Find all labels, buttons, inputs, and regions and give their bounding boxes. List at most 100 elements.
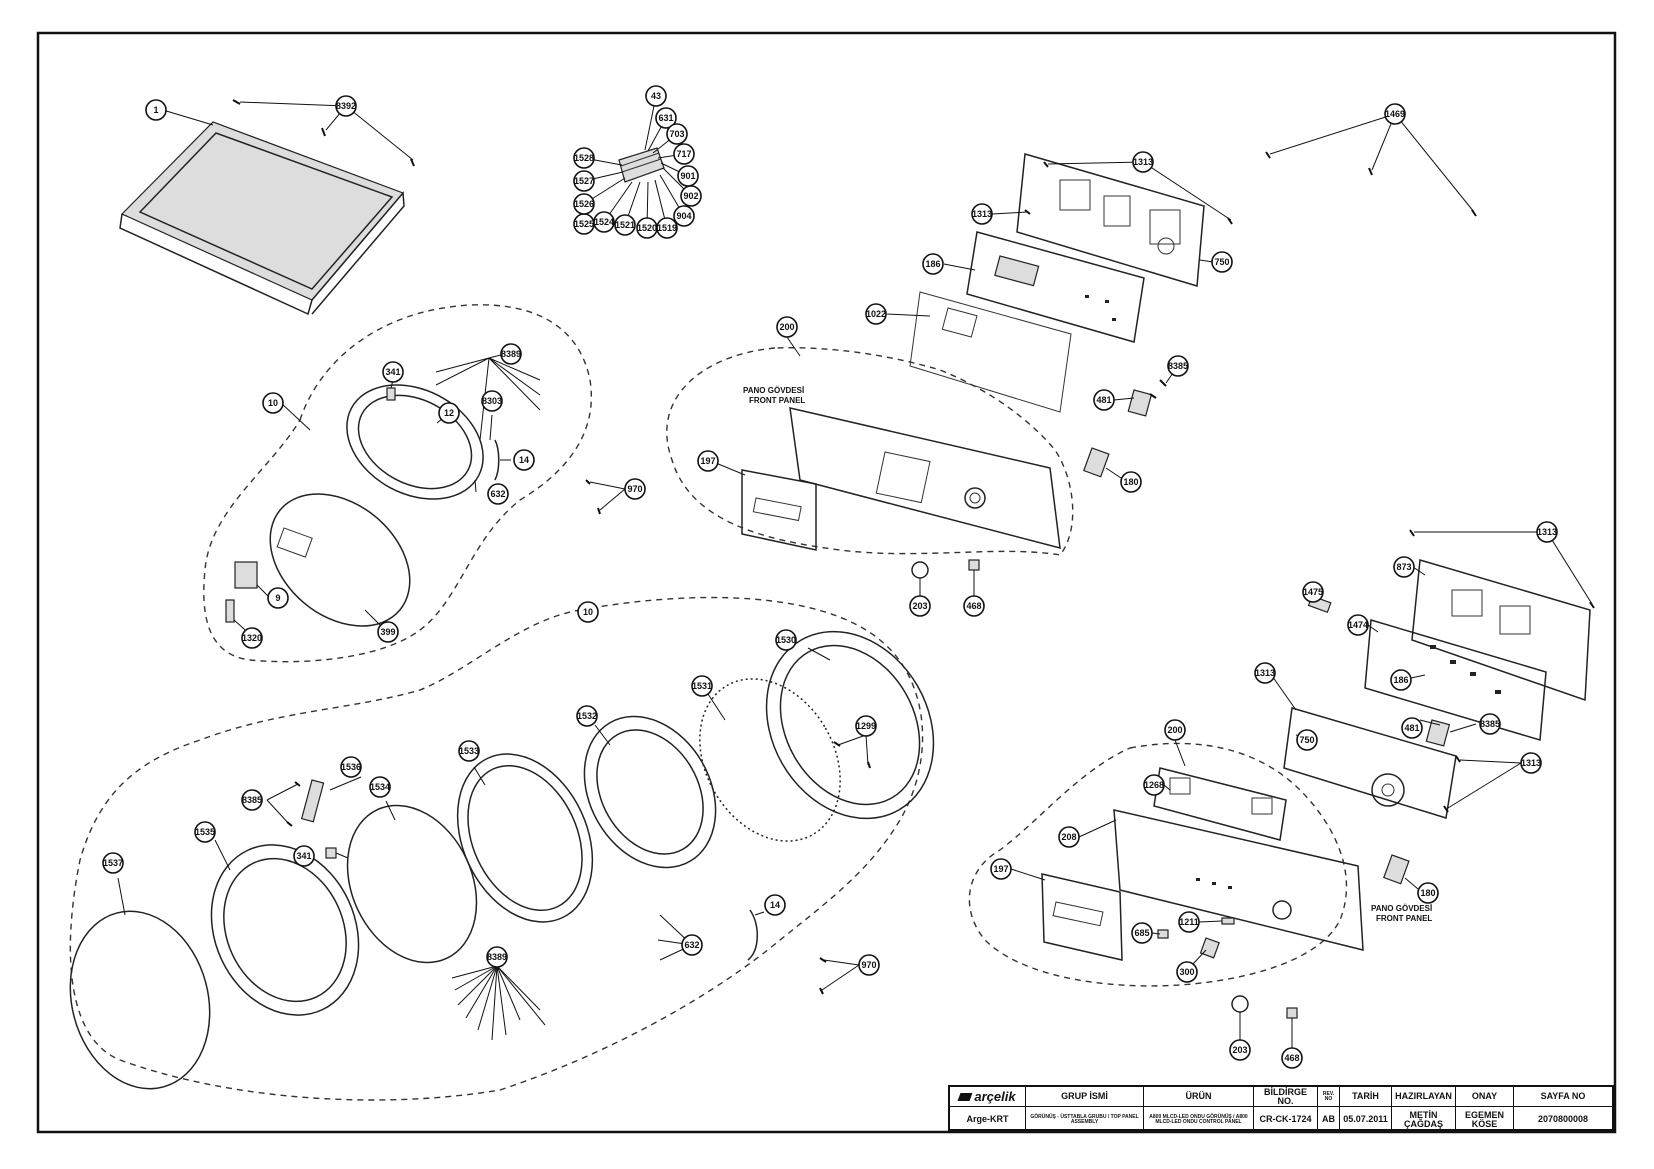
svg-text:1211: 1211 (1179, 917, 1199, 927)
callout-1211: 1211 (1178, 911, 1200, 933)
svg-text:632: 632 (490, 489, 505, 499)
svg-text:1313: 1313 (1255, 668, 1275, 678)
svg-text:902: 902 (683, 191, 698, 201)
svg-text:1313: 1313 (972, 209, 992, 219)
callout-1527: 1527 (573, 170, 595, 192)
callout-1520: 1520 (636, 217, 658, 239)
callout-197-a: 197 (697, 450, 719, 472)
svg-text:1537: 1537 (103, 858, 123, 868)
callout-341-b: 341 (293, 845, 315, 867)
callout-1519: 1519 (656, 217, 678, 239)
callout-632-b: 632 (681, 934, 703, 956)
callout-1526: 1526 (573, 193, 595, 215)
callout-873: 873 (1393, 556, 1415, 578)
header-product: ÜRÜN (1144, 1087, 1254, 1107)
svg-text:1022: 1022 (866, 309, 886, 319)
control-panel-frame-lower-750 (1283, 707, 1457, 819)
svg-text:8389: 8389 (487, 952, 507, 962)
control-board-1268 (1153, 767, 1287, 841)
callout-8389-a: 8389 (500, 343, 522, 365)
control-panel-frame-lower (1411, 559, 1591, 702)
svg-text:8385: 8385 (242, 795, 262, 805)
group-outline-10-upper (203, 304, 592, 663)
svg-text:1474: 1474 (1348, 620, 1368, 630)
callout-208: 208 (1058, 826, 1080, 848)
callout-14-a: 14 (513, 449, 535, 471)
svg-text:180: 180 (1123, 477, 1138, 487)
svg-text:14: 14 (770, 900, 780, 910)
callout-481-a: 481 (1093, 389, 1115, 411)
svg-text:399: 399 (380, 627, 395, 637)
svg-text:200: 200 (1167, 725, 1182, 735)
callout-180-a: 180 (1120, 471, 1142, 493)
svg-text:1313: 1313 (1521, 758, 1541, 768)
callout-750-b: 750 (1296, 729, 1318, 751)
callout-1531: 1531 (691, 675, 713, 697)
callout-902: 902 (680, 185, 702, 207)
svg-text:481: 481 (1096, 395, 1111, 405)
svg-text:1313: 1313 (1133, 157, 1153, 167)
control-panel-frame-upper (1016, 153, 1205, 287)
detergent-drawer-front-upper (741, 469, 817, 551)
callout-1474: 1474 (1347, 614, 1369, 636)
svg-text:873: 873 (1396, 562, 1411, 572)
svg-text:341: 341 (385, 367, 400, 377)
callout-901: 901 (677, 165, 699, 187)
callout-1528: 1528 (573, 147, 595, 169)
svg-text:8392: 8392 (336, 101, 356, 111)
outer-door-frame-1530 (765, 630, 935, 820)
svg-text:750: 750 (1214, 257, 1229, 267)
svg-text:1528: 1528 (574, 153, 594, 163)
svg-text:197: 197 (700, 456, 715, 466)
door-frame-1535 (210, 844, 360, 1016)
group-outline-10-lower (69, 596, 924, 1101)
header-prepared: HAZIRLAYAN (1392, 1087, 1456, 1107)
svg-text:1527: 1527 (574, 176, 594, 186)
callout-200-a: 200 (776, 316, 798, 338)
callout-1469: 1469 (1384, 103, 1406, 125)
callout-43: 43 (645, 85, 667, 107)
drawing-border (36, 31, 1617, 1134)
callout-8392: 8392 (335, 95, 357, 117)
svg-text:197: 197 (993, 864, 1008, 874)
callout-8389-b: 8389 (486, 946, 508, 968)
svg-text:1469: 1469 (1385, 109, 1405, 119)
hinge-cover-1320 (225, 599, 235, 623)
front-panel-label-1b: FRONT PANEL (749, 396, 805, 405)
svg-text:1530: 1530 (776, 635, 796, 645)
door-ring-1533 (456, 753, 594, 923)
svg-text:1313: 1313 (1537, 527, 1557, 537)
callout-203-a: 203 (909, 595, 931, 617)
header-bildirge: BİLDİRGE NO. (1254, 1087, 1318, 1107)
svg-text:901: 901 (680, 171, 695, 181)
callout-1525: 1525 (573, 213, 595, 235)
svg-text:186: 186 (925, 259, 940, 269)
svg-text:1320: 1320 (242, 633, 262, 643)
header-page: SAYFA NO (1514, 1087, 1613, 1107)
callout-10-a: 10 (262, 392, 284, 414)
date-value: 05.07.2011 (1340, 1107, 1392, 1133)
top-lid (119, 121, 405, 316)
svg-text:631: 631 (658, 113, 673, 123)
callout-186-a: 186 (922, 253, 944, 275)
svg-text:1299: 1299 (856, 721, 876, 731)
callout-1536: 1536 (340, 756, 362, 778)
callout-200-b: 200 (1164, 719, 1186, 741)
callout-300: 300 (1176, 961, 1198, 983)
callout-468-a: 468 (963, 595, 985, 617)
svg-text:1536: 1536 (341, 762, 361, 772)
svg-text:341: 341 (296, 851, 311, 861)
callout-1475: 1475 (1302, 581, 1324, 603)
callout-1535: 1535 (194, 821, 216, 843)
callout-14-b: 14 (764, 894, 786, 916)
callout-750-a: 750 (1211, 251, 1233, 273)
pcb-lower-186 (1364, 619, 1547, 741)
door-ring-upper-12 (346, 384, 484, 500)
page-value: 2070800008 (1514, 1107, 1613, 1133)
svg-text:8385: 8385 (1480, 719, 1500, 729)
svg-text:970: 970 (861, 960, 876, 970)
callout-632-a: 632 (487, 483, 509, 505)
svg-text:203: 203 (1232, 1045, 1247, 1055)
callout-10-b: 10 (577, 601, 599, 623)
